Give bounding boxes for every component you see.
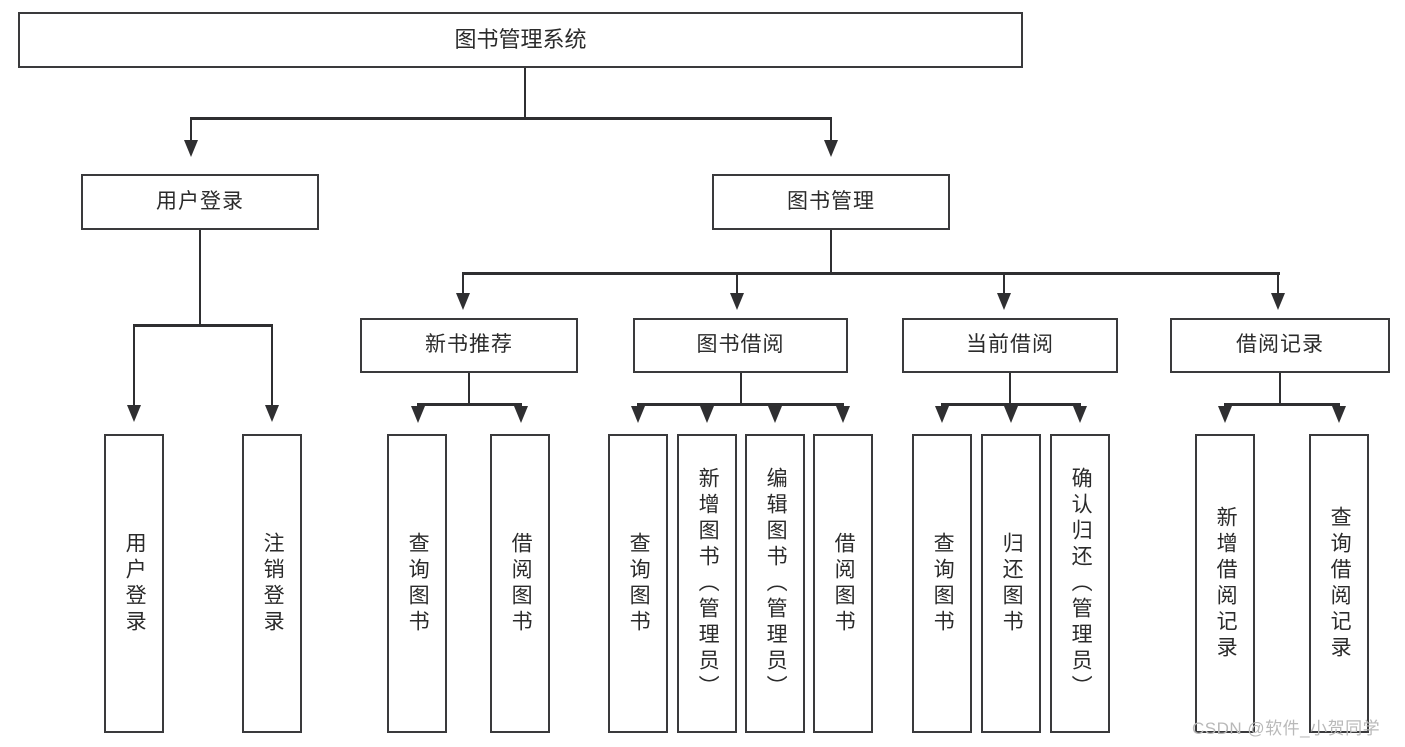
connector-user-login-bus	[133, 324, 273, 327]
node-book-borrow[interactable]: 图书借阅	[633, 318, 848, 373]
leaf-borrow-book-borrow[interactable]: 借阅图书	[813, 434, 873, 733]
node-label: 用户登录	[156, 189, 244, 213]
connector-borrow-record-stem	[1279, 373, 1281, 405]
leaf-return-book[interactable]: 归还图书	[981, 434, 1041, 733]
connector-level2-drop-4	[1277, 272, 1279, 295]
arrow-to-leaf-query-book-3	[935, 406, 949, 423]
arrow-to-leaf-edit-book	[768, 406, 782, 423]
leaf-add-book-admin[interactable]: 新增图书（管理员）	[677, 434, 737, 733]
node-book-management[interactable]: 图书管理	[712, 174, 950, 230]
arrow-to-new-book	[456, 293, 470, 310]
connector-level2-drop-2	[736, 272, 738, 295]
connector-borrow-record-bus	[1224, 403, 1340, 406]
node-label: 新书推荐	[425, 333, 513, 357]
leaf-edit-book-admin[interactable]: 编辑图书（管理员）	[745, 434, 805, 733]
connector-root-drop-2	[830, 117, 832, 142]
connector-level2-bus	[462, 272, 1280, 275]
arrow-to-leaf-logout	[265, 405, 279, 422]
arrow-to-leaf-return-book	[1004, 406, 1018, 423]
node-new-book-recommend[interactable]: 新书推荐	[360, 318, 578, 373]
leaf-query-book-borrow[interactable]: 查询图书	[608, 434, 668, 733]
node-root-system[interactable]: 图书管理系统	[18, 12, 1023, 68]
node-label: 确认归还（管理员）	[1069, 466, 1093, 701]
node-label: 归还图书	[1000, 531, 1024, 636]
arrow-to-leaf-query-record	[1332, 406, 1346, 423]
leaf-query-book-newbook[interactable]: 查询图书	[387, 434, 447, 733]
leaf-confirm-return-admin[interactable]: 确认归还（管理员）	[1050, 434, 1110, 733]
node-label: 编辑图书（管理员）	[764, 466, 788, 701]
arrow-to-user-login	[184, 140, 198, 157]
leaf-add-borrow-record[interactable]: 新增借阅记录	[1195, 434, 1255, 733]
leaf-query-borrow-record[interactable]: 查询借阅记录	[1309, 434, 1369, 733]
node-label: 借阅图书	[832, 531, 856, 636]
connector-root-bus	[190, 117, 832, 120]
arrow-to-leaf-query-book-2	[631, 406, 645, 423]
connector-user-login-drop-1	[133, 324, 135, 407]
leaf-query-book-current[interactable]: 查询图书	[912, 434, 972, 733]
connector-root-stem	[524, 68, 526, 118]
node-label: 查询图书	[931, 531, 955, 636]
node-label: 查询图书	[627, 531, 651, 636]
leaf-logout[interactable]: 注销登录	[242, 434, 302, 733]
connector-book-borrow-bus	[637, 403, 844, 406]
connector-new-book-bus	[417, 403, 522, 406]
node-user-login[interactable]: 用户登录	[81, 174, 319, 230]
connector-user-login-drop-2	[271, 324, 273, 407]
node-label: 图书借阅	[696, 333, 785, 357]
arrow-to-current-borrow	[997, 293, 1011, 310]
connector-user-login-stem	[199, 230, 201, 326]
node-label: 借阅记录	[1236, 333, 1324, 357]
node-label: 图书管理	[787, 189, 875, 213]
arrow-to-leaf-borrow-book-1	[514, 406, 528, 423]
arrow-to-book-borrow	[730, 293, 744, 310]
node-label: 借阅图书	[509, 531, 533, 636]
node-label: 查询借阅记录	[1328, 505, 1352, 662]
node-current-borrow[interactable]: 当前借阅	[902, 318, 1118, 373]
connector-current-borrow-stem	[1009, 373, 1011, 405]
arrow-to-leaf-confirm-return	[1073, 406, 1087, 423]
connector-book-borrow-stem	[740, 373, 742, 405]
connector-root-drop-1	[190, 117, 192, 142]
node-label: 图书管理系统	[454, 27, 587, 53]
node-label: 新增借阅记录	[1214, 505, 1238, 662]
leaf-borrow-book-newbook[interactable]: 借阅图书	[490, 434, 550, 733]
node-label: 注销登录	[261, 531, 285, 636]
node-label: 用户登录	[123, 531, 147, 636]
connector-new-book-stem	[468, 373, 470, 405]
arrow-to-leaf-borrow-book-2	[836, 406, 850, 423]
arrow-to-leaf-add-record	[1218, 406, 1232, 423]
arrow-to-borrow-record	[1271, 293, 1285, 310]
arrow-to-leaf-add-book	[700, 406, 714, 423]
node-label: 当前借阅	[966, 333, 1054, 357]
arrow-to-leaf-user-login	[127, 405, 141, 422]
leaf-user-login[interactable]: 用户登录	[104, 434, 164, 733]
connector-level2-drop-3	[1003, 272, 1005, 295]
node-label: 新增图书（管理员）	[696, 466, 720, 701]
connector-level2-drop-1	[462, 272, 464, 295]
connector-book-manage-stem	[830, 230, 832, 274]
node-borrow-record[interactable]: 借阅记录	[1170, 318, 1390, 373]
arrow-to-book-manage	[824, 140, 838, 157]
node-label: 查询图书	[406, 531, 430, 636]
arrow-to-leaf-query-book-1	[411, 406, 425, 423]
